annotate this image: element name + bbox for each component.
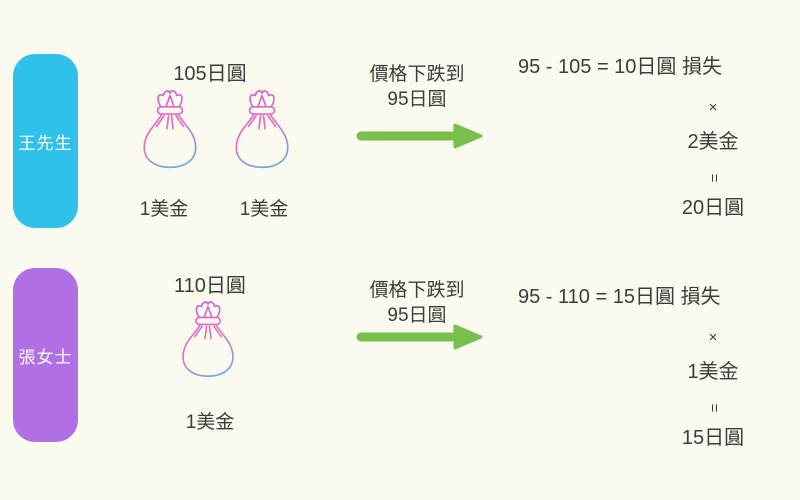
loss-calculation-column: × 1美金 = 15日圓 [593,329,800,451]
multiply-symbol: × [708,99,718,116]
price-drop-line1: 價格下跌到 [369,280,465,301]
person-pill-zhang: 張女士 [13,268,78,442]
price-drop-line1: 價格下跌到 [369,64,465,85]
loss-equation: 95 - 105 = 10日圓 損失 [518,56,722,78]
right-arrow-icon [356,123,484,149]
bag-value-label: 1美金 [239,199,289,220]
bag-value-label: 1美金 [139,199,189,220]
exchange-rate-label: 110日圓 [174,275,246,297]
money-bag-icon [175,296,241,385]
equals-row: = [593,169,800,187]
loss-result: 15日圓 [681,427,745,449]
money-bag-icon [228,85,296,176]
equals-symbol: = [704,403,722,413]
multiplier-amount: 1美金 [687,361,739,383]
multiply-symbol: × [708,329,718,346]
bag-value-label: 1美金 [185,412,235,433]
price-drop-caption: 價格下跌到 95日圓 [347,278,487,328]
loss-result: 20日圓 [681,197,745,219]
exchange-rate-label: 105日圓 [173,63,247,85]
equals-row: = [593,399,800,417]
right-arrow-icon [356,324,484,350]
loss-calculation-column: × 2美金 = 20日圓 [593,99,800,221]
equals-symbol: = [704,173,722,183]
multiplier-amount: 2美金 [687,131,739,153]
person-pill-wang: 王先生 [13,54,78,228]
money-bag-icon [136,85,204,176]
price-drop-line2: 95日圓 [387,305,447,326]
price-drop-caption: 價格下跌到 95日圓 [347,62,487,112]
loss-equation: 95 - 110 = 15日圓 損失 [518,286,721,308]
price-drop-line2: 95日圓 [387,89,447,110]
person-name: 張女士 [18,347,73,367]
person-name: 王先生 [18,133,73,153]
